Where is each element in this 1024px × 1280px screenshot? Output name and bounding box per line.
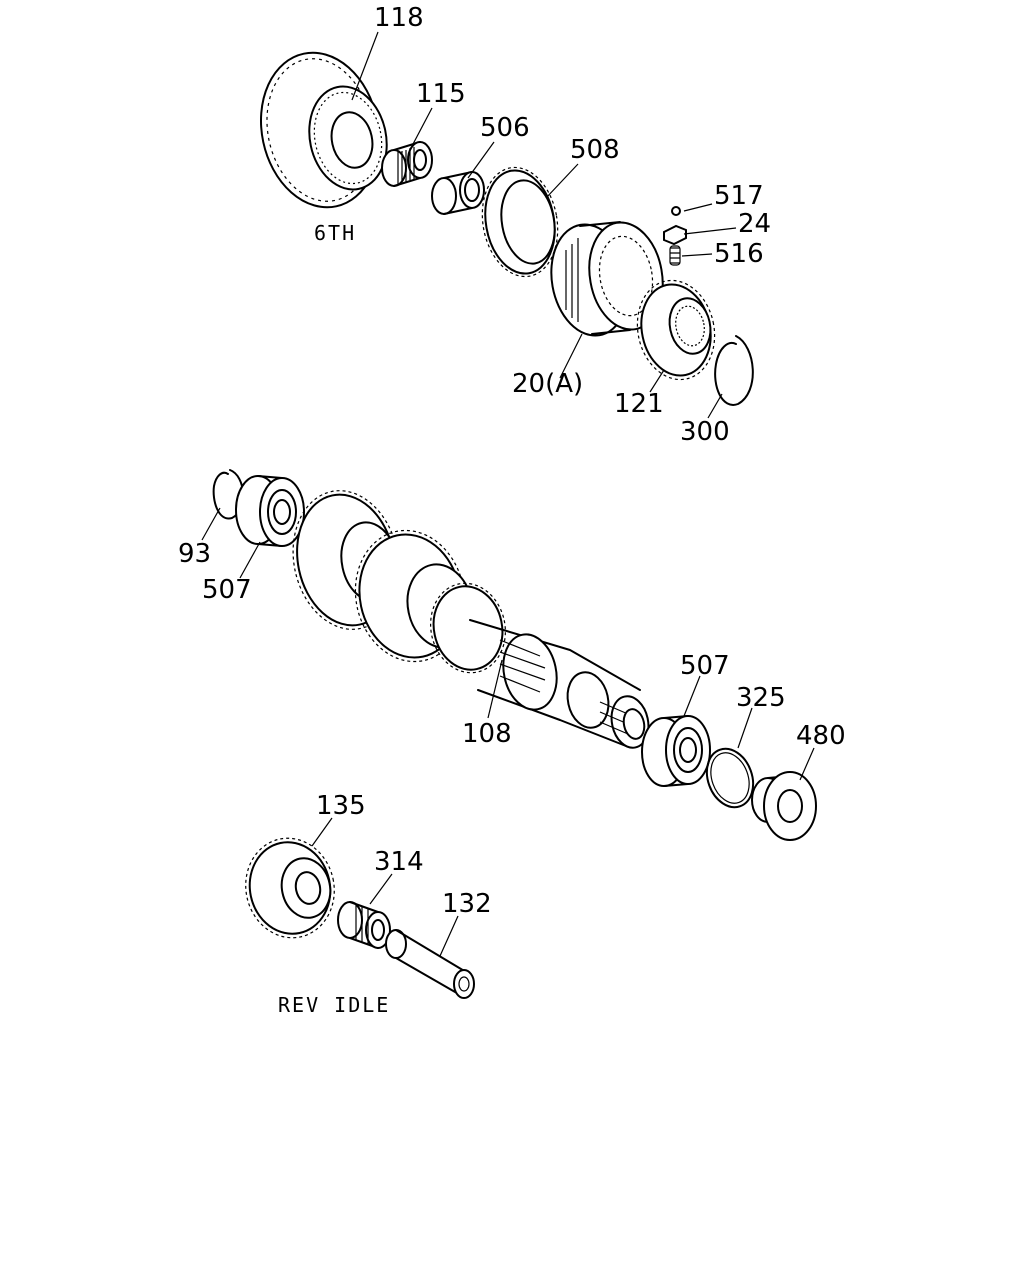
part-135-reverse-idle-gear[interactable] [237, 830, 344, 946]
caption-rev-idle: REV IDLE [278, 993, 390, 1017]
callout-516: 516 [714, 239, 764, 269]
callout-118: 118 [374, 3, 424, 33]
part-507-bearing-left[interactable] [235, 475, 305, 547]
part-108-counter-shaft[interactable] [281, 481, 653, 751]
part-517-ball[interactable] [671, 206, 681, 216]
callout-20a: 20(A) [512, 369, 583, 399]
callout-132: 132 [442, 889, 492, 919]
callout-108: 108 [462, 719, 512, 749]
part-115-needle-bearing[interactable] [381, 141, 433, 187]
callout-314: 314 [374, 847, 424, 877]
callout-115: 115 [416, 79, 466, 109]
callout-300: 300 [680, 417, 730, 447]
part-300-snap-ring[interactable] [714, 335, 754, 406]
callout-507-right: 507 [680, 651, 730, 681]
leader-lines [201, 31, 815, 957]
callout-121: 121 [614, 389, 664, 419]
part-480-collar[interactable] [751, 771, 817, 841]
callout-517: 517 [714, 181, 764, 211]
callout-480: 480 [796, 721, 846, 751]
callout-325: 325 [736, 683, 786, 713]
callout-93: 93 [178, 539, 211, 569]
part-121-synchronizer-hub[interactable] [628, 273, 723, 387]
callout-508: 508 [570, 135, 620, 165]
part-20a-sleeve[interactable] [543, 217, 671, 342]
callout-506: 506 [480, 113, 530, 143]
callout-135: 135 [316, 791, 366, 821]
part-325-ring[interactable] [699, 742, 761, 813]
part-506-collar[interactable] [431, 171, 485, 215]
part-24-shifting-key[interactable] [663, 224, 687, 246]
callout-507-left: 507 [202, 575, 252, 605]
part-516-spring[interactable] [669, 245, 681, 266]
part-314-needle-bearing[interactable] [337, 901, 391, 949]
part-507-bearing-right[interactable] [641, 715, 711, 787]
part-132-idle-shaft[interactable] [385, 929, 475, 999]
part-508-synchronizer-ring[interactable] [474, 161, 566, 282]
part-118-sixth-gear[interactable] [247, 42, 396, 219]
callout-24: 24 [738, 209, 771, 239]
caption-sixth: 6TH [314, 221, 356, 245]
